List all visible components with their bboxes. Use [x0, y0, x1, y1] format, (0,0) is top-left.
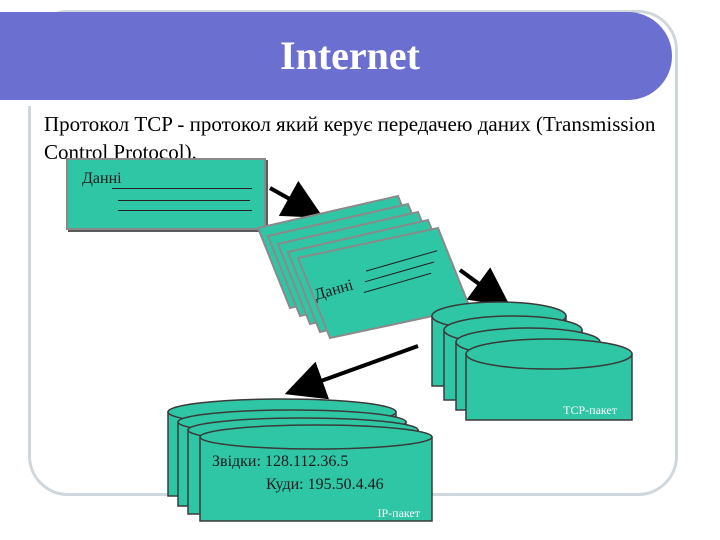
arrow-tcp-to-ip [284, 344, 419, 400]
title-underline [0, 100, 640, 106]
ip-from-label: Звідки: 128.112.36.5 [212, 453, 348, 470]
ip-to-label: Куди: 195.50.4.46 [266, 476, 384, 493]
data-label: Данні [82, 170, 122, 187]
tcp-label: TCP-пакет [563, 403, 618, 417]
data-line-1 [112, 188, 252, 189]
segment-stack: Данні [256, 194, 472, 340]
arrow-segments-to-tcp [458, 267, 511, 308]
tcp-packet-4 [465, 338, 633, 421]
ip-stack: Звідки: 128.112.36.5 Куди: 195.50.4.46 I… [167, 398, 433, 522]
data-line-3 [118, 210, 252, 211]
data-line-2 [118, 200, 250, 201]
title-bar [0, 12, 672, 100]
slide-title: Internet [280, 33, 420, 78]
ip-packet-4 [199, 424, 433, 522]
ip-label: IP-пакет [377, 506, 420, 520]
tcp-stack: TCP-пакет [431, 301, 633, 421]
arrow-data-to-segments [269, 180, 324, 218]
data-card: Данні [66, 158, 266, 230]
